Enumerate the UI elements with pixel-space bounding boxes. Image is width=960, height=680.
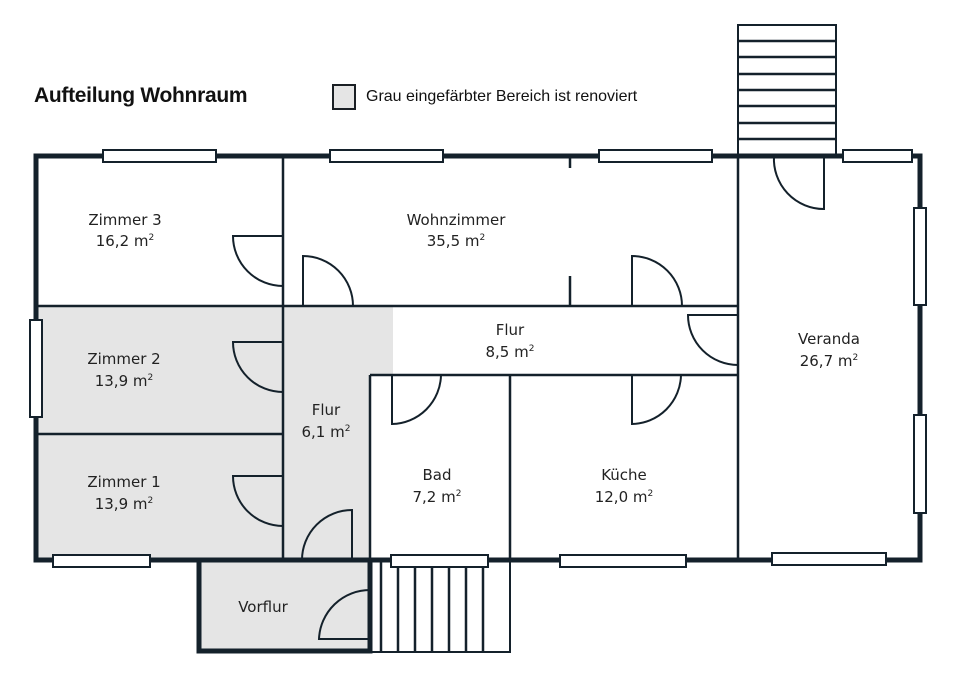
room-area-zimmer1: 13,9 m2: [95, 495, 154, 513]
room-name-flur-large: Flur: [496, 321, 525, 339]
fill-vorflur: [199, 559, 370, 651]
window: [329, 149, 444, 163]
door-zimmer3: [231, 235, 284, 287]
windows: [29, 149, 927, 568]
room-name-veranda: Veranda: [798, 330, 860, 348]
room-area-flur-small: 6,1 m2: [302, 423, 351, 441]
room-name-vorflur: Vorflur: [238, 598, 288, 616]
door-zimmer1: [231, 475, 284, 527]
room-name-zimmer2: Zimmer 2: [87, 350, 160, 368]
window: [29, 319, 43, 418]
legend-swatch-renovated: [332, 84, 356, 110]
room-area-bad: 7,2 m2: [413, 488, 462, 506]
door-entrance: [317, 588, 371, 640]
window: [913, 207, 927, 306]
doors: [231, 155, 825, 640]
fill-flur-small: [283, 306, 393, 559]
fill-zimmer2: [37, 306, 283, 434]
stairs-top: [737, 24, 837, 157]
door-wohnzimmer-right: [631, 254, 683, 307]
stairs-bottom: [369, 558, 511, 653]
window: [771, 552, 887, 566]
door-veranda-top: [772, 155, 825, 211]
window: [559, 554, 687, 568]
window: [598, 149, 713, 163]
window: [102, 149, 217, 163]
room-area-flur-large: 8,5 m2: [486, 343, 535, 361]
room-area-veranda: 26,7 m2: [800, 352, 859, 370]
window: [842, 149, 913, 163]
door-wohnzimmer-left: [302, 254, 354, 307]
door-kueche: [631, 374, 682, 426]
room-labels: Zimmer 3 16,2 m2 Wohnzimmer 35,5 m2 Vera…: [87, 211, 860, 616]
room-area-wohnzimmer: 35,5 m2: [427, 232, 486, 250]
window: [52, 554, 151, 568]
room-name-wohnzimmer: Wohnzimmer: [407, 211, 507, 229]
room-name-zimmer3: Zimmer 3: [88, 211, 161, 229]
door-flur-veranda: [686, 314, 739, 366]
legend: Grau eingefärbter Bereich ist renoviert: [332, 84, 637, 110]
window: [390, 554, 489, 568]
room-name-flur-small: Flur: [312, 401, 341, 419]
legend-text: Grau eingefärbter Bereich ist renoviert: [366, 88, 638, 105]
room-name-bad: Bad: [422, 466, 451, 484]
room-area-kueche: 12,0 m2: [595, 488, 654, 506]
interior-walls: [36, 156, 740, 651]
room-area-zimmer3: 16,2 m2: [96, 232, 155, 250]
room-area-zimmer2: 13,9 m2: [95, 372, 154, 390]
door-zimmer2: [231, 341, 284, 393]
door-flur-vorflur: [301, 508, 353, 561]
page-title: Aufteilung Wohnraum: [34, 84, 248, 107]
room-name-zimmer1: Zimmer 1: [87, 473, 160, 491]
window: [913, 414, 927, 514]
fill-zimmer1: [37, 434, 283, 559]
room-name-kueche: Küche: [601, 466, 647, 484]
door-bad: [391, 374, 442, 426]
